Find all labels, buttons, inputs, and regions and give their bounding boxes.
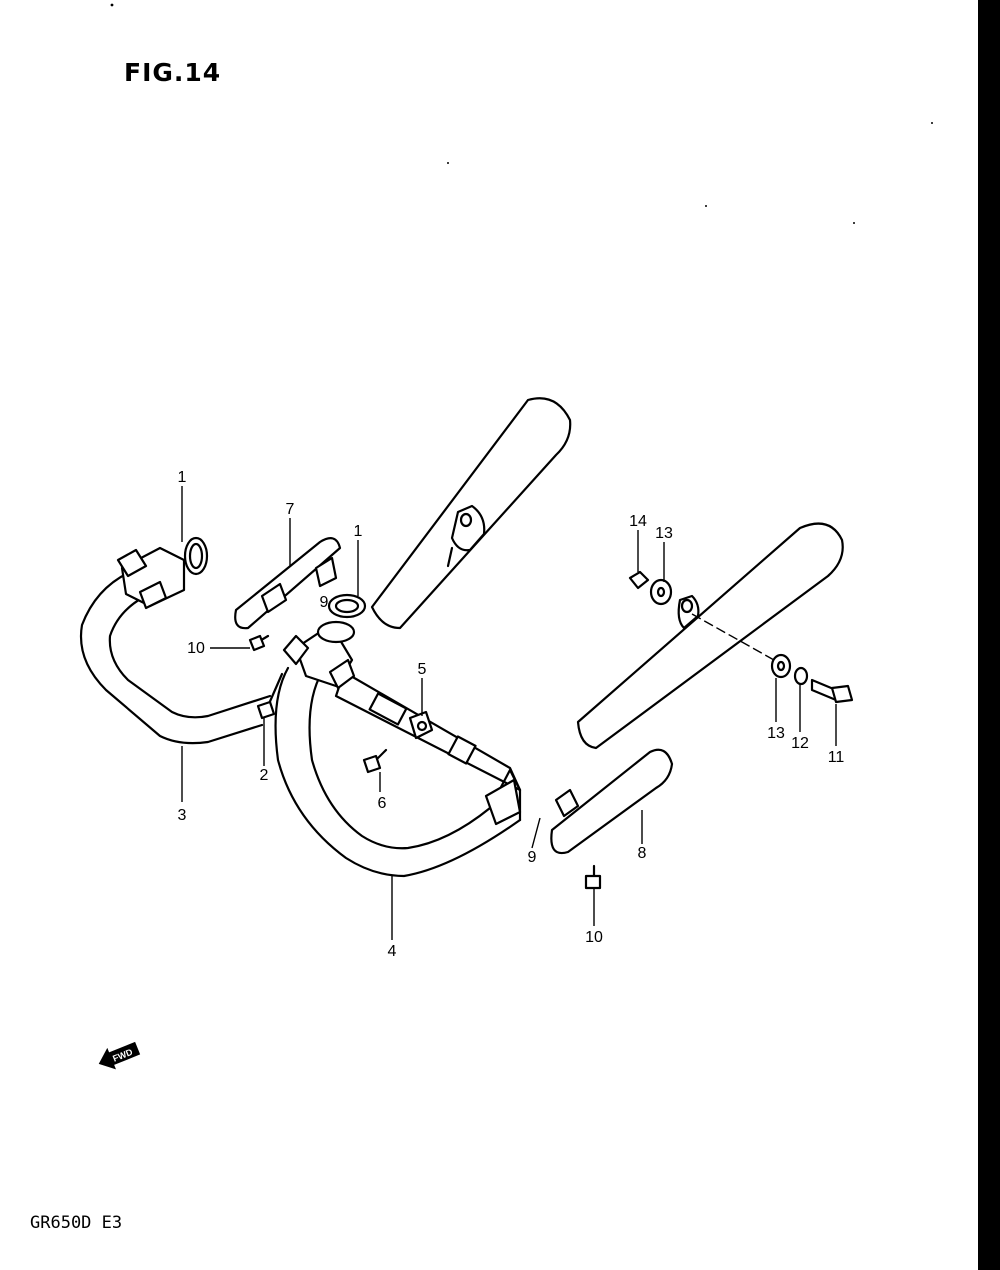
clamp-5	[408, 710, 434, 740]
callout-1-gasket-right: 1	[354, 523, 363, 540]
callout-5: 5	[418, 661, 427, 678]
heat-shield-lower	[550, 748, 674, 855]
nut-14	[628, 570, 650, 590]
exhaust-pipe-4	[274, 620, 522, 878]
leader-lines	[181, 486, 837, 940]
muffler-rear	[370, 397, 572, 630]
exhaust-pipe-3	[80, 546, 272, 745]
callout-7: 7	[286, 501, 295, 518]
callout-10-lower: 10	[585, 929, 603, 946]
figure-title: FIG.14	[124, 58, 222, 87]
callout-3: 3	[178, 807, 187, 824]
muffler-front	[576, 522, 844, 750]
bolt-6	[362, 748, 388, 774]
callout-labels: 1 7 1 9 10 2 3 5 6 4 9 8 10 14 13 13 12 …	[178, 469, 845, 960]
callout-4: 4	[388, 943, 397, 960]
callout-13-upper: 13	[655, 525, 673, 542]
gasket-left-inner	[188, 542, 204, 570]
heat-shield-upper	[234, 537, 342, 630]
scan-specks	[110, 3, 933, 224]
scan-edge-bar	[978, 0, 1000, 1270]
callout-9-upper: 9	[320, 594, 329, 611]
callout-2: 2	[260, 767, 269, 784]
mount-hardware	[628, 570, 854, 704]
fwd-arrow-icon: FWD	[98, 1041, 141, 1070]
callout-6: 6	[378, 795, 387, 812]
lock-washer-12	[793, 666, 809, 686]
bolt-10-left	[248, 634, 270, 652]
callout-8: 8	[638, 845, 647, 862]
callout-10-left: 10	[187, 640, 205, 657]
bolt-10-lower	[584, 864, 602, 890]
model-code: GR650D E3	[30, 1213, 123, 1233]
callout-14: 14	[629, 513, 647, 530]
bolt-2	[256, 672, 284, 720]
gasket-right-inner	[334, 598, 360, 614]
callout-1-gasket-left: 1	[178, 469, 187, 486]
callout-13-lower: 13	[767, 725, 785, 742]
callout-11: 11	[828, 749, 845, 766]
callout-12: 12	[791, 735, 809, 752]
callout-9-lower: 9	[528, 849, 537, 866]
